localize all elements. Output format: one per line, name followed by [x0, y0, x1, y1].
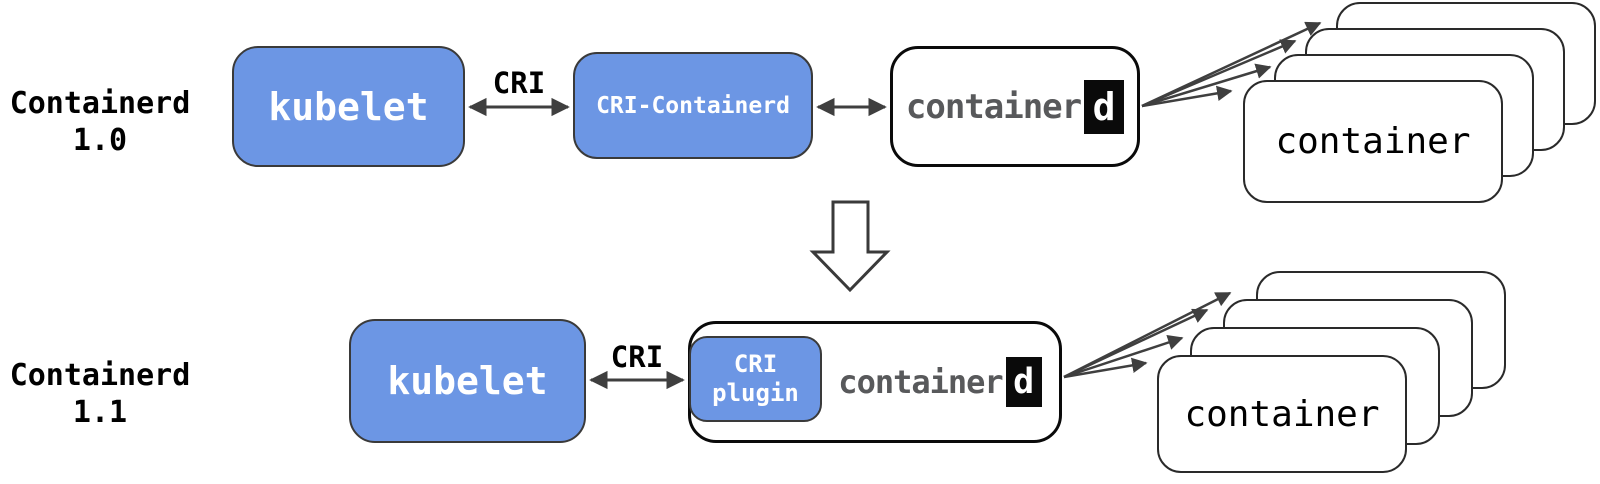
transition-down-arrow — [809, 200, 891, 293]
container-box-front-1-1: container — [1157, 355, 1407, 473]
container-label: container — [1184, 393, 1380, 435]
container-label: container — [1275, 121, 1471, 162]
cri-containerd-label: CRI-Containerd — [596, 92, 790, 119]
version-label-1-1-line1: Containerd — [9, 358, 191, 393]
containerd-box-1-0: container d — [890, 46, 1140, 167]
version-label-1-1: Containerd 1.1 — [0, 357, 200, 431]
cri-plugin-label-line1: CRI — [733, 350, 778, 378]
version-label-1-0-line1: Containerd — [9, 86, 191, 121]
version-label-1-1-line2: 1.1 — [72, 395, 128, 430]
cri-plugin-label-line2: plugin — [712, 379, 799, 407]
cri-link-label-1-0: CRI — [492, 66, 546, 100]
containerd-logo: container d — [905, 79, 1125, 134]
kubelet-box-1-0: kubelet — [232, 46, 465, 167]
cri-link-label-1-1: CRI — [610, 340, 664, 374]
kubelet-label: kubelet — [268, 84, 429, 129]
cri-plugin-box: CRI plugin — [689, 336, 822, 422]
container-box-front-1-0: container — [1243, 80, 1503, 203]
kubelet-box-1-1: kubelet — [349, 319, 586, 443]
cri-containerd-box: CRI-Containerd — [573, 52, 813, 159]
containerd-logo-text: container — [905, 86, 1082, 127]
containerd-logo-d-badge: d — [1005, 357, 1042, 407]
arrow-containerd-to-container-5 — [1063, 357, 1148, 379]
version-label-1-0-line2: 1.0 — [72, 123, 128, 158]
arrow-containerd-to-container-1 — [1141, 85, 1233, 108]
version-label-1-0: Containerd 1.0 — [0, 85, 200, 159]
kubelet-label: kubelet — [387, 359, 548, 403]
containerd-logo: container d — [829, 324, 1051, 440]
containerd-logo-text: container — [838, 363, 1003, 401]
containerd-logo-d-badge: d — [1084, 79, 1125, 134]
